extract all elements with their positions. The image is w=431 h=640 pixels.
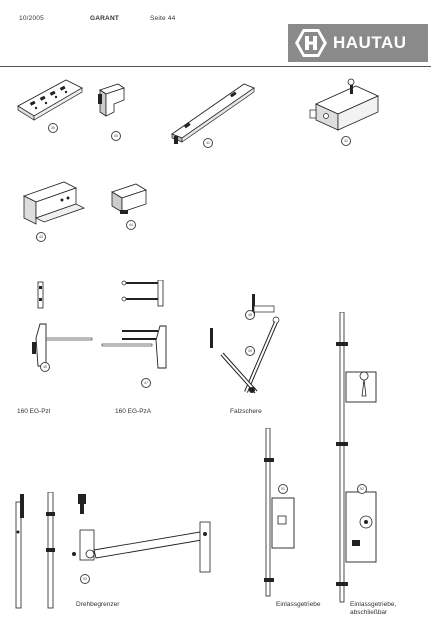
item-number-badge: 42: [341, 136, 351, 146]
hautau-logo: HAUTAU: [288, 24, 428, 62]
item-number-badge: 51: [278, 484, 288, 494]
cap-figure: [110, 183, 148, 214]
header-rule: [0, 66, 431, 67]
hautau-emblem-icon: [295, 29, 327, 57]
gear-box-figure: [309, 78, 380, 131]
item-number-badge: 40: [111, 131, 121, 141]
caption-einlassgetriebe: Einlassgetriebe: [276, 601, 321, 608]
item-number-badge: 43: [36, 232, 46, 242]
item-number-badge: 49: [245, 346, 255, 356]
caption-einlassgetriebe-abschliessbar-1: Einlassgetriebe,: [350, 601, 397, 608]
item-number-badge: 53: [80, 574, 90, 584]
header-page-label: Seite 44: [150, 15, 176, 22]
header-brand: GARANT: [90, 15, 120, 22]
falzschere-figure: [210, 294, 280, 394]
einlassgetriebe-figure: [264, 428, 295, 597]
handle-pzi-figure: [32, 281, 93, 367]
item-number-badge: 39: [48, 123, 58, 133]
rail-figure: [171, 83, 255, 144]
caption-einlassgetriebe-abschliessbar-2: abschließbar: [350, 609, 388, 616]
caption-160-eg-pza: 160 EG-PzA: [115, 408, 152, 415]
locking-plate-figure: [17, 79, 83, 121]
caption-160-eg-pzi: 160 EG-PzI: [17, 408, 51, 415]
angle-block-figure: [22, 181, 86, 225]
logo-name: HAUTAU: [333, 33, 407, 52]
item-number-badge: 41: [203, 138, 213, 148]
vertical-rails-figure: [15, 492, 55, 609]
drehbegrenzer-figure: [72, 494, 211, 573]
item-number-badge: 52: [357, 484, 367, 494]
einlassgetriebe-abschliessbar-figure: [336, 312, 377, 603]
bracket-figure: [98, 83, 126, 117]
item-number-badge: 45: [40, 362, 50, 372]
caption-falzschere: Falzschere: [230, 408, 262, 415]
item-number-badge: 44: [126, 220, 136, 230]
item-number-badge: 47: [141, 378, 151, 388]
header-date: 10/2005: [19, 15, 44, 22]
handle-pza-figure: [101, 280, 167, 369]
caption-drehbegrenzer: Drehbegrenzer: [76, 601, 120, 608]
item-number-badge: 48: [245, 310, 255, 320]
